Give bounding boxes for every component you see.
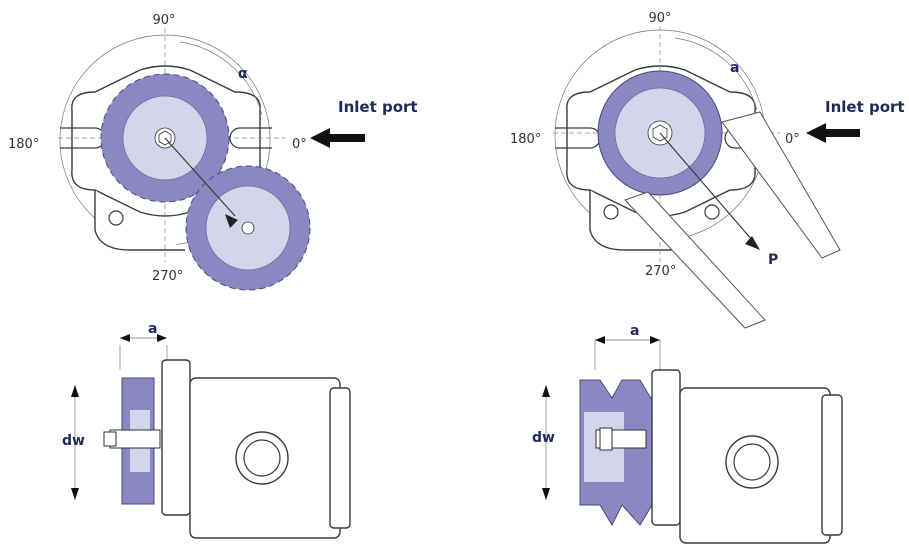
dw-arrow-top-icon-2: [542, 385, 550, 397]
dim-arrow-left-icon: [120, 334, 130, 342]
belt-a-label: a: [730, 60, 739, 76]
pulley-nut-hex: [652, 124, 668, 142]
belt-left: [624, 191, 766, 329]
dim-a-label-2: a: [630, 323, 639, 339]
dim-arrow-right-icon-2: [650, 336, 660, 344]
force-arrow-head: [225, 214, 238, 228]
shaft-side: [109, 429, 161, 449]
dw-arrow-bottom-icon: [71, 488, 79, 500]
dim-arrow-right-icon: [157, 334, 167, 342]
angle-270-label: 270°: [152, 269, 183, 284]
mount-hole-2: [603, 204, 619, 220]
pump-flange-side: [161, 359, 191, 516]
alpha-arc: [179, 41, 263, 116]
gear-drive-side-view: a dw: [62, 321, 351, 539]
center-line: [164, 137, 236, 217]
pump-cover-side: [329, 387, 351, 529]
mount-hole: [108, 210, 124, 226]
gear-drive-front-view: 90° 180° 0° 270° α Inlet port: [8, 13, 418, 291]
dw-arrow-bottom-icon-2: [542, 488, 550, 500]
pump-body-lower: [94, 190, 185, 251]
dw-arrow-top-icon: [71, 385, 79, 397]
driven-gear-center: [241, 221, 255, 235]
force-p-arrow-icon: [745, 236, 760, 250]
inlet-port-label: Inlet port: [338, 98, 418, 116]
angle-0-label-2: 0°: [785, 132, 800, 147]
dim-dw-label-2: dw: [532, 430, 555, 446]
inlet-arrow-icon: [310, 128, 365, 148]
dim-a-label: a: [148, 321, 157, 337]
alpha-label: α: [238, 66, 248, 82]
force-p-label: P: [768, 252, 778, 268]
nut-side: [103, 431, 117, 447]
angle-90-label: 90°: [152, 13, 175, 28]
angle-270-label-2: 270°: [645, 264, 676, 279]
port-inner-2: [733, 443, 771, 481]
angle-0-label: 0°: [292, 137, 307, 152]
dim-dw-label: dw: [62, 433, 85, 449]
belt-drive-front-view: 90° 180° 0° 270° a P Inlet port: [510, 11, 905, 329]
inlet-port-label-2: Inlet port: [825, 98, 905, 116]
belt-drive-side-view: a dw: [532, 323, 843, 544]
mount-hole-3: [704, 204, 720, 220]
force-line: [659, 132, 753, 241]
shaft-nut-hex: [158, 130, 172, 146]
belt-angle-arc: [674, 37, 758, 111]
pump-flange-side-2: [651, 369, 681, 526]
nut-side-2: [599, 427, 613, 451]
belt-right: [721, 111, 841, 259]
dim-arrow-left-icon-2: [595, 336, 605, 344]
angle-180-label: 180°: [8, 137, 39, 152]
port-inner: [243, 439, 281, 477]
inlet-arrow-icon-2: [806, 123, 860, 143]
angle-180-label-2: 180°: [510, 132, 541, 147]
pump-cover-side-2: [821, 394, 843, 536]
angle-90-label-2: 90°: [648, 11, 671, 26]
